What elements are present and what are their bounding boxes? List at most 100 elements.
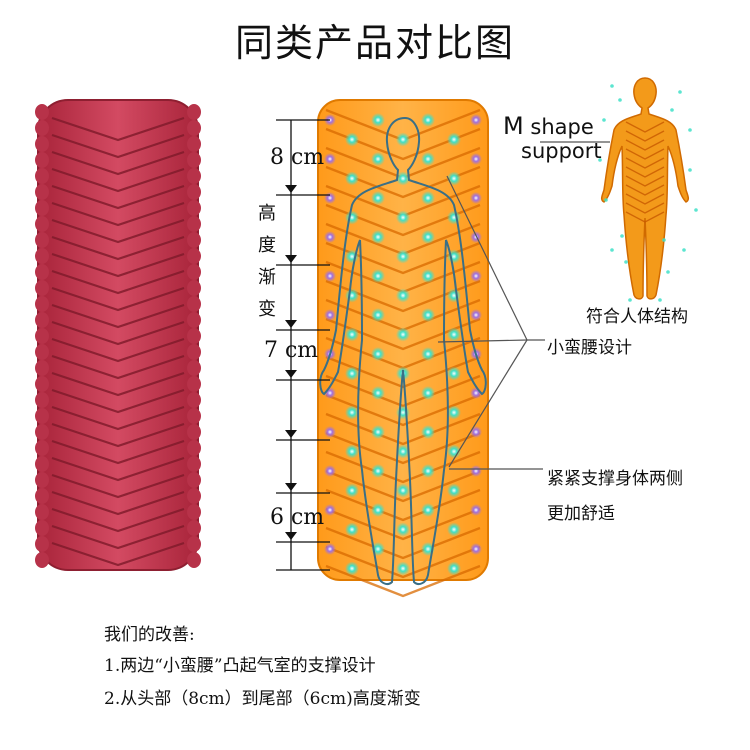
pad-edge-bump — [35, 232, 49, 248]
height-measure-lines — [276, 119, 330, 571]
body-structure-figure — [598, 77, 698, 302]
m-shape-support-label: M shape support — [503, 114, 602, 163]
figure-chevron — [625, 211, 665, 223]
air-cell-glow — [371, 269, 385, 283]
pad-chevron — [325, 450, 481, 484]
pad-edge-bump — [187, 232, 201, 248]
improvement-item-1: 1.两边“小蛮腰”凸起气室的支撑设计 — [104, 656, 376, 676]
pad-edge-bump — [35, 360, 49, 376]
pad-chevron — [51, 541, 185, 567]
pad-chevron — [51, 116, 185, 142]
air-cell-glow — [371, 308, 385, 322]
pad-chevron — [325, 488, 481, 522]
pad-edge-bump — [187, 376, 201, 392]
air-cell-glow — [345, 327, 359, 342]
figure-chevron — [625, 166, 665, 178]
air-cell-glow — [421, 113, 435, 127]
sparkle-dot — [598, 158, 602, 162]
improvements-heading: 我们的改善: — [104, 625, 195, 645]
pad-chevron — [325, 393, 481, 427]
air-cell-glow — [396, 522, 410, 537]
arrow-down-icon — [285, 255, 297, 263]
air-cell-glow — [371, 113, 385, 127]
pad-edge-bump — [35, 456, 49, 472]
pad-edge-bump — [35, 328, 49, 344]
pad-edge-bump — [187, 440, 201, 456]
air-cell-glow — [470, 543, 482, 555]
pad-edge-bump — [35, 248, 49, 264]
sparkle-dot — [678, 90, 682, 94]
air-cell-glow — [345, 366, 359, 381]
air-cell-glow — [470, 504, 482, 516]
air-cell-glow — [324, 465, 336, 477]
gradient-label-char-2: 度 — [258, 235, 276, 256]
pad-chevron — [51, 320, 185, 346]
pad-chevron — [51, 133, 185, 159]
pad-chevron — [325, 545, 481, 579]
pad-chevron — [51, 405, 185, 431]
air-cell-glow — [371, 152, 385, 166]
pad-edge-bump — [35, 216, 49, 232]
figure-chevron — [625, 148, 665, 160]
sparkle-dot — [602, 118, 606, 122]
air-cell-glow — [447, 561, 461, 576]
pad-edge-bump — [35, 312, 49, 328]
sparkle-dot — [688, 168, 692, 172]
air-cell-glow — [396, 288, 410, 303]
air-cell-glow — [447, 327, 461, 342]
air-cell-glow — [396, 561, 410, 576]
pad-edge-bump — [35, 536, 49, 552]
air-cell-glow — [470, 153, 482, 165]
air-cell-glow — [421, 425, 435, 439]
improvement-item-2: 2.从头部（8cm）到尾部（6cm)高度渐变 — [104, 689, 421, 709]
air-cell-glow — [396, 171, 410, 186]
air-cell-glow — [396, 210, 410, 225]
bottom-height-label: 6 cm — [270, 505, 325, 530]
air-cell-glow — [470, 270, 482, 282]
sparkle-dot — [694, 208, 698, 212]
arrow-down-icon — [285, 430, 297, 438]
sparkle-dot — [670, 108, 674, 112]
pad-chevron — [51, 388, 185, 414]
pad-chevron — [325, 507, 481, 541]
pad-edge-bump — [187, 296, 201, 312]
pad-edge-bump — [35, 344, 49, 360]
air-cell-glow — [324, 543, 336, 555]
air-cell-glow — [447, 210, 461, 225]
pad-edge-bump — [187, 472, 201, 488]
pad-chevron — [51, 439, 185, 465]
pad-edge-bump — [187, 120, 201, 136]
sparkle-dot — [618, 98, 622, 102]
m-shape-letter: M — [503, 112, 524, 140]
air-cell-glow — [447, 171, 461, 186]
sparkle-dot — [604, 198, 608, 202]
pad-edge-bump — [35, 408, 49, 424]
pad-edge-bump — [187, 456, 201, 472]
pad-chevron — [51, 422, 185, 448]
air-cell-glow — [345, 132, 359, 147]
pad-edge-bump — [35, 504, 49, 520]
sparkle-dot — [624, 260, 628, 264]
pad-chevron — [51, 490, 185, 516]
small-waist-design-label: 小蛮腰设计 — [547, 338, 632, 358]
human-body-outline — [319, 116, 487, 585]
gradient-label-char-3: 渐 — [258, 267, 276, 288]
pad-edge-bump — [187, 328, 201, 344]
pad-edge-bump — [187, 424, 201, 440]
gradient-label-char-1: 高 — [258, 203, 276, 224]
pad-chevron — [51, 235, 185, 261]
pad-chevron — [51, 303, 185, 329]
pad-chevron — [51, 473, 185, 499]
pad-edge-bump — [187, 392, 201, 408]
air-cell-glow — [470, 192, 482, 204]
support-sides-label: 紧紧支撑身体两侧 — [547, 469, 683, 489]
pad-edge-bump — [35, 264, 49, 280]
air-cell-glow — [371, 386, 385, 400]
pad-chevron — [51, 456, 185, 482]
pad-chevron — [51, 286, 185, 312]
pad-edge-bump — [35, 120, 49, 136]
air-cell-glow — [421, 464, 435, 478]
air-cell-glow — [324, 309, 336, 321]
pad-edge-bump — [35, 152, 49, 168]
